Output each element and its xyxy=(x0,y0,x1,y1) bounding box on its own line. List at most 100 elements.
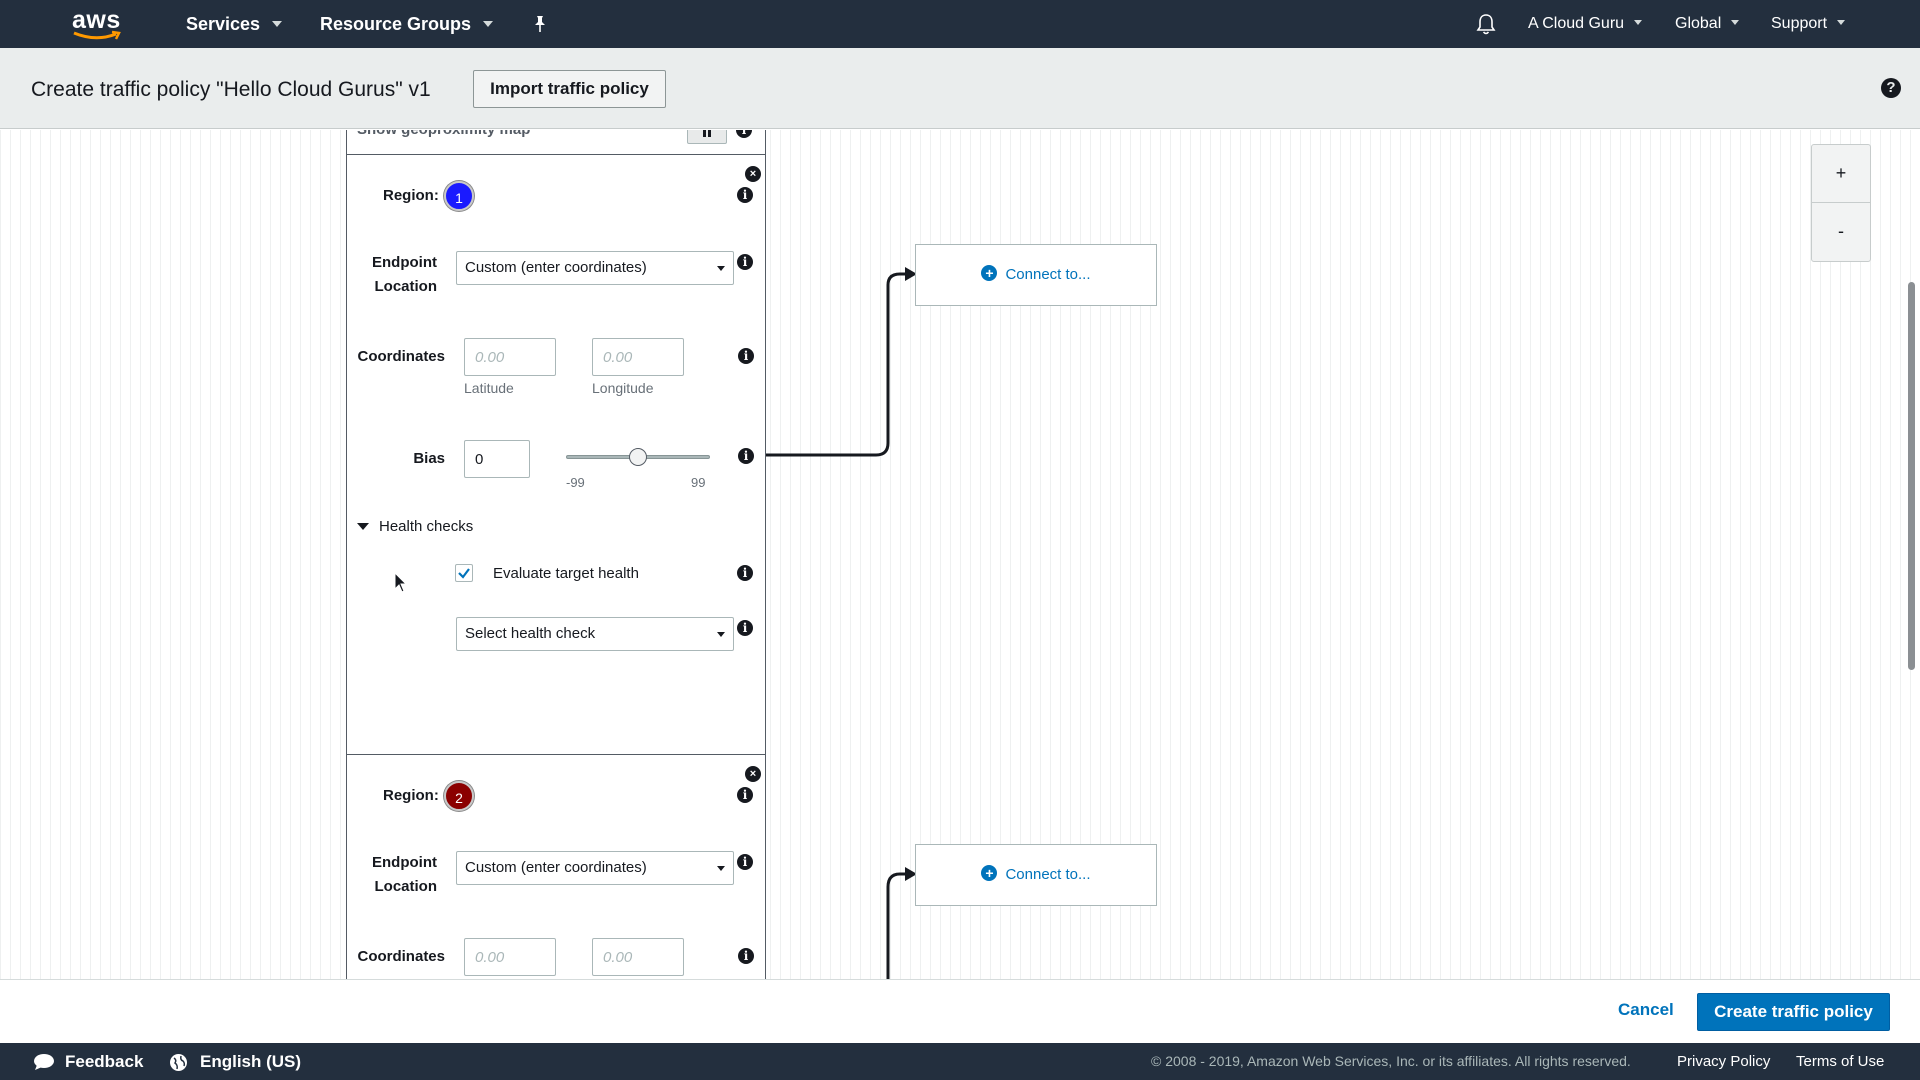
connect-to-label: Connect to... xyxy=(1005,866,1091,883)
longitude-label: Longitude xyxy=(592,380,654,396)
vertical-scrollbar[interactable] xyxy=(1908,282,1915,670)
zoom-out-button[interactable]: - xyxy=(1838,221,1844,241)
page-header: Create traffic policy "Hello Cloud Gurus… xyxy=(0,48,1920,129)
globe-icon xyxy=(170,1054,187,1071)
aws-logo[interactable]: aws xyxy=(70,6,126,42)
latitude-label: Latitude xyxy=(464,380,514,396)
connect-to-link-2[interactable]: +Connect to... xyxy=(916,845,1156,905)
evaluate-target-health-checkbox[interactable] xyxy=(455,564,473,582)
endpoint-label-line-2: Location xyxy=(374,278,438,295)
health-checks-toggle[interactable]: Health checks xyxy=(357,518,473,535)
region-2-label: Region: xyxy=(383,787,439,804)
aws-smile-icon xyxy=(73,30,121,40)
page-title: Create traffic policy "Hello Cloud Gurus… xyxy=(31,78,431,101)
footer: Feedback English (US) © 2008 - 2019, Ama… xyxy=(0,1043,1920,1080)
info-icon[interactable]: i xyxy=(737,854,753,870)
endpoint-location-select-2[interactable]: Custom (enter coordinates) xyxy=(456,851,734,885)
region-1-badge: 1 xyxy=(444,181,474,211)
support-menu[interactable]: Support xyxy=(1771,0,1846,48)
latitude-input-2[interactable] xyxy=(464,938,556,976)
chevron-down-icon xyxy=(1634,20,1643,26)
feedback-link[interactable]: Feedback xyxy=(65,1052,144,1071)
region-divider xyxy=(347,754,765,755)
bias-input[interactable] xyxy=(464,440,530,478)
chevron-down-icon xyxy=(1731,20,1740,26)
map-icon xyxy=(703,130,711,137)
policy-canvas[interactable]: Show geoproximity map i × Region: 1 i En… xyxy=(0,130,1920,979)
geoproximity-rule-panel: Show geoproximity map i × Region: 1 i En… xyxy=(346,130,766,979)
create-traffic-policy-button[interactable]: Create traffic policy xyxy=(1697,993,1890,1031)
endpoint-label-line-2: Location xyxy=(374,878,438,895)
services-menu[interactable]: Services xyxy=(186,0,283,48)
pin-icon[interactable] xyxy=(532,15,548,33)
info-icon[interactable]: i xyxy=(737,254,753,270)
latitude-input-1[interactable] xyxy=(464,338,556,376)
resource-groups-label: Resource Groups xyxy=(320,14,472,34)
bias-min-label: -99 xyxy=(566,475,585,490)
support-label: Support xyxy=(1771,15,1828,32)
coordinates-label: Coordinates xyxy=(357,948,445,965)
aws-logo-text: aws xyxy=(72,6,121,34)
longitude-input-2[interactable] xyxy=(592,938,684,976)
connect-to-box-2[interactable]: +Connect to... xyxy=(915,844,1157,906)
chevron-down-icon xyxy=(1837,20,1846,26)
region-2-badge: 2 xyxy=(444,781,474,811)
bias-label: Bias xyxy=(413,450,445,467)
top-nav: aws Services Resource Groups A Cloud Gur… xyxy=(0,0,1920,48)
import-traffic-policy-button[interactable]: Import traffic policy xyxy=(473,70,666,108)
bias-slider-thumb[interactable] xyxy=(629,448,647,466)
plus-circle-icon: + xyxy=(981,265,998,282)
connector-lines xyxy=(766,267,917,979)
info-icon[interactable]: i xyxy=(737,187,753,203)
chevron-down-icon xyxy=(717,866,725,871)
endpoint-location-label: Endpoint Location xyxy=(357,854,437,895)
cancel-button[interactable]: Cancel xyxy=(1618,1000,1674,1019)
region-1-label: Region: xyxy=(383,187,439,204)
zoom-controls: + - xyxy=(1811,144,1871,262)
map-toggle-button[interactable] xyxy=(687,130,727,144)
zoom-in-button[interactable]: + xyxy=(1812,145,1870,203)
remove-region-2-icon[interactable]: × xyxy=(745,766,761,782)
terms-of-use-link[interactable]: Terms of Use xyxy=(1796,1053,1885,1070)
endpoint-location-label: Endpoint Location xyxy=(357,254,437,295)
language-selector[interactable]: English (US) xyxy=(200,1052,302,1071)
region-menu[interactable]: Global xyxy=(1675,0,1740,48)
services-label: Services xyxy=(186,14,261,34)
connect-to-label: Connect to... xyxy=(1005,266,1091,283)
chevron-down-icon xyxy=(483,21,494,28)
account-menu[interactable]: A Cloud Guru xyxy=(1528,0,1643,48)
arrowhead-region-2 xyxy=(905,867,917,881)
endpoint-label-line-1: Endpoint xyxy=(372,254,437,271)
connect-to-link-1[interactable]: + Connect to... xyxy=(916,245,1156,305)
info-icon[interactable]: i xyxy=(738,348,754,364)
mouse-cursor-icon xyxy=(394,572,408,593)
privacy-policy-link[interactable]: Privacy Policy xyxy=(1677,1053,1771,1070)
resource-groups-menu[interactable]: Resource Groups xyxy=(320,0,494,48)
caret-down-icon xyxy=(357,522,369,530)
arrowhead-region-1 xyxy=(905,267,917,281)
health-check-select[interactable]: Select health check xyxy=(456,617,734,651)
connector-line-region-1 xyxy=(766,272,906,457)
longitude-input-1[interactable] xyxy=(592,338,684,376)
info-icon[interactable]: i xyxy=(737,565,753,581)
copyright-text: © 2008 - 2019, Amazon Web Services, Inc.… xyxy=(1151,1053,1631,1069)
endpoint-location-select-1[interactable]: Custom (enter coordinates) xyxy=(456,251,734,285)
bias-max-label: 99 xyxy=(691,475,706,490)
show-geoproximity-map-label: Show geoproximity map xyxy=(357,130,530,138)
info-icon[interactable]: i xyxy=(737,620,753,636)
help-icon[interactable]: ? xyxy=(1881,78,1901,98)
remove-region-1-icon[interactable]: × xyxy=(745,166,761,182)
feedback-icon xyxy=(34,1054,54,1070)
connect-to-box-1[interactable]: + Connect to... xyxy=(915,244,1157,306)
info-icon[interactable]: i xyxy=(738,948,754,964)
endpoint-label-line-1: Endpoint xyxy=(372,854,437,871)
info-icon[interactable]: i xyxy=(738,448,754,464)
bell-icon[interactable] xyxy=(1476,13,1496,35)
chevron-down-icon xyxy=(717,632,725,637)
region-label: Global xyxy=(1675,15,1722,32)
info-icon[interactable]: i xyxy=(737,787,753,803)
info-icon[interactable]: i xyxy=(736,130,752,138)
geoproximity-map-bar: Show geoproximity map i xyxy=(347,130,765,155)
health-checks-label: Health checks xyxy=(379,518,474,535)
endpoint-location-value: Custom (enter coordinates) xyxy=(465,859,647,876)
